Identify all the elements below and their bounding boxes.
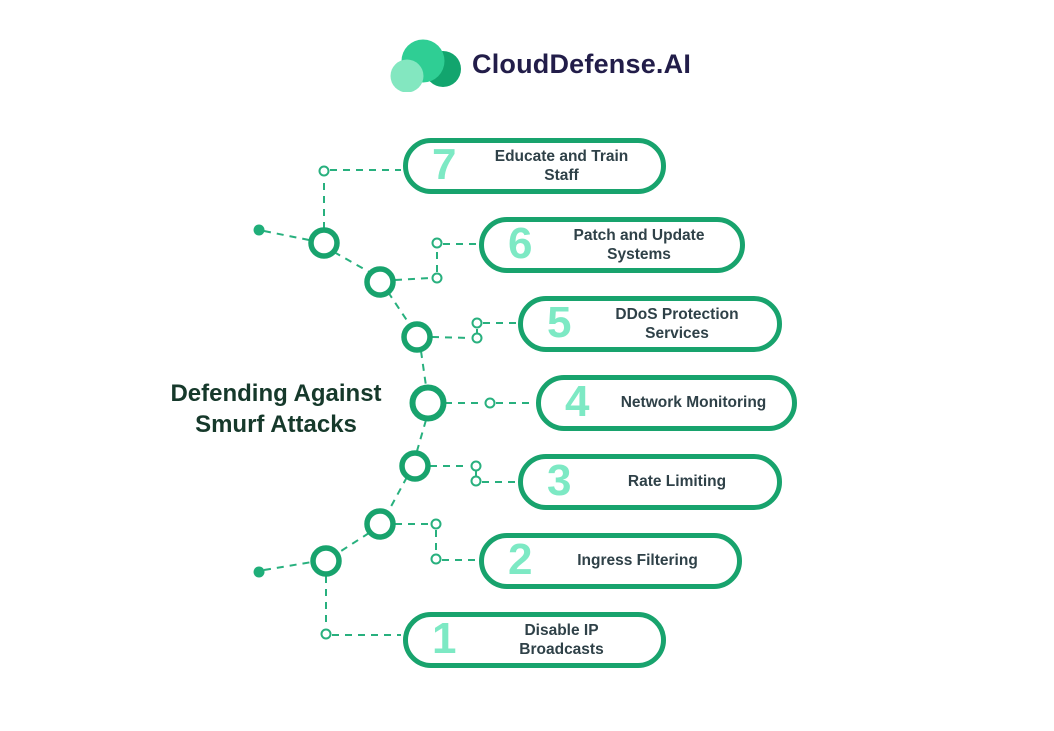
step-pill-3: 3 Rate Limiting <box>518 454 782 510</box>
step-pill-1: 1 Disable IP Broadcasts <box>403 612 666 668</box>
step-label: Educate and Train Staff <box>494 147 629 184</box>
step-label: DDoS Protection Services <box>615 305 739 342</box>
step-number: 5 <box>547 298 572 347</box>
brand-header: CloudDefense.AI <box>386 36 691 92</box>
step-number: 6 <box>508 219 533 268</box>
step-number: 4 <box>565 377 590 426</box>
page-title: Defending Against Smurf Attacks <box>170 380 382 438</box>
step-pill-6: 6 Patch and Update Systems <box>479 217 745 273</box>
spine-node-circle <box>308 227 447 577</box>
step-pill-2: 2 Ingress Filtering <box>479 533 742 589</box>
branch-node-circle <box>318 165 496 640</box>
step-number: 7 <box>432 140 457 189</box>
step-label: Disable IP Broadcasts <box>519 621 604 658</box>
step-label: Network Monitoring <box>620 394 767 412</box>
path-end-dot <box>253 224 265 578</box>
step-number: 3 <box>547 456 572 505</box>
brand-name: CloudDefense.AI <box>472 48 692 79</box>
step-label: Patch and Update Systems <box>573 226 705 263</box>
step-label: Ingress Filtering <box>577 552 698 570</box>
step-label: Rate Limiting <box>627 473 727 491</box>
dashed-path <box>263 169 534 636</box>
cloud-logo-icon <box>390 39 461 92</box>
step-number: 1 <box>432 614 457 663</box>
step-number: 2 <box>508 535 533 584</box>
step-pill-5: 5 DDoS Protection Services <box>518 296 782 352</box>
step-pill-7: 7 Educate and Train Staff <box>403 138 666 194</box>
step-pill-4: 4 Network Monitoring <box>536 375 797 431</box>
